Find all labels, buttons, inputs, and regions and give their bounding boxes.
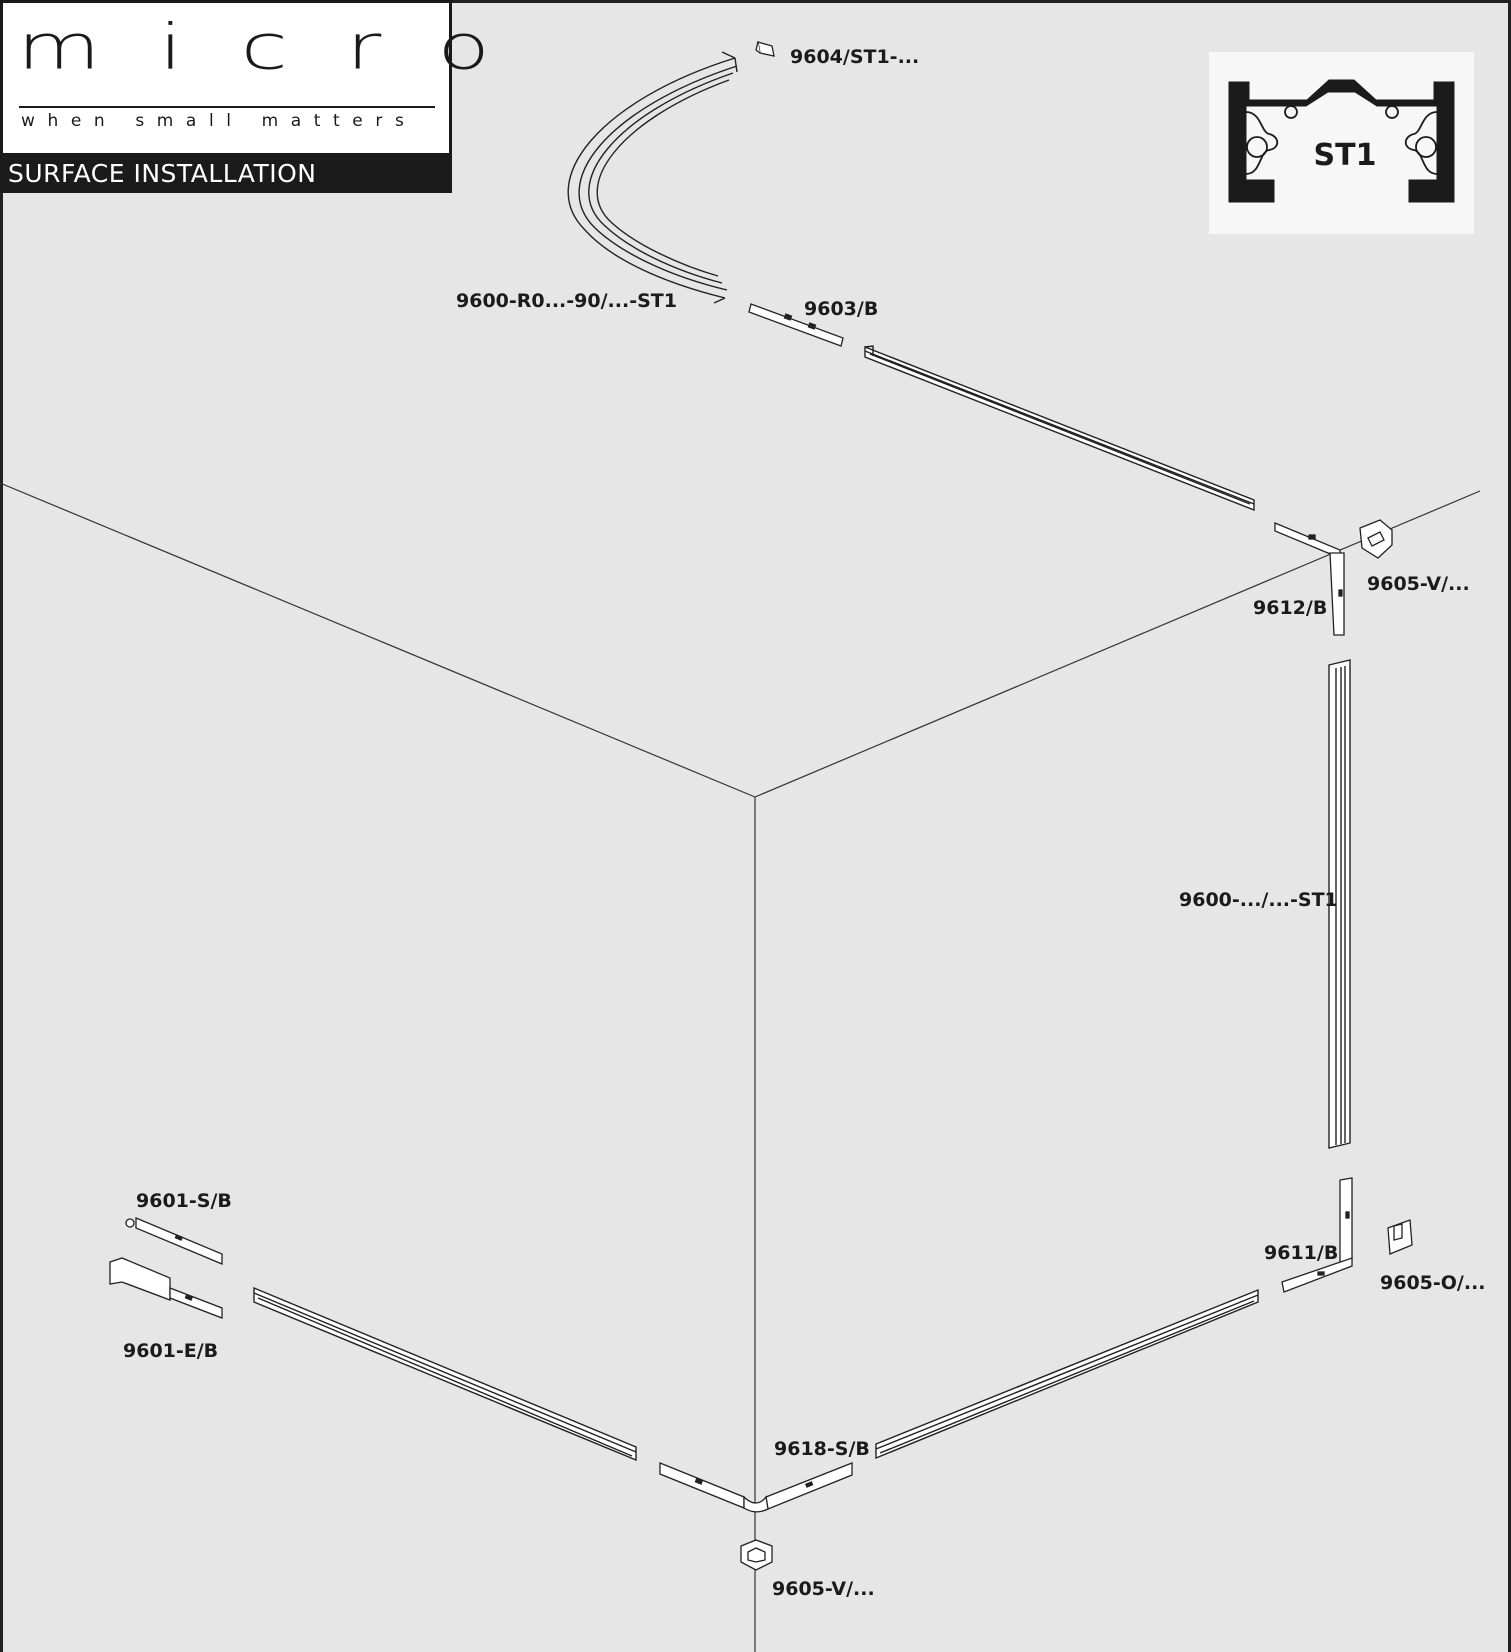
label-feed-short: 9601-S/B <box>136 1190 232 1212</box>
label-feed-end: 9601-E/B <box>123 1340 219 1362</box>
top-track-graphic <box>864 345 1255 512</box>
profile-cross-section <box>1209 52 1474 234</box>
label-corner-ceiling-wall: 9612/B <box>1253 597 1328 619</box>
label-end-cap-top: 9604/ST1-... <box>790 46 920 68</box>
lower-right-track-graphic <box>875 1288 1259 1460</box>
profile-label: ST1 <box>1313 138 1377 173</box>
room-edges <box>0 482 1481 1652</box>
straight-joiner-graphic <box>748 303 844 347</box>
feed-end-graphic <box>109 1257 223 1319</box>
profile-drawing <box>1228 79 1455 203</box>
corner-ceiling-wall-graphic <box>1274 522 1345 636</box>
end-cap-top-graphic <box>755 41 775 57</box>
corner-cover-bottom-graphic <box>740 1539 773 1571</box>
lower-left-track-graphic <box>253 1286 637 1462</box>
feed-short-graphic <box>125 1217 223 1265</box>
label-corner-cover-top: 9605-V/... <box>1367 573 1470 595</box>
brand-tagline: when small matters <box>21 111 417 131</box>
corner-cover-top-graphic <box>1359 519 1393 559</box>
corner-cover-right-graphic <box>1387 1219 1413 1255</box>
brand-rule <box>19 106 435 108</box>
vertical-track-graphic <box>1328 659 1351 1149</box>
room-edge-right <box>754 490 1481 798</box>
label-vertical-track: 9600-.../...-ST1 <box>1179 889 1338 911</box>
corner-floor-graphic <box>659 1462 853 1513</box>
label-straight-joiner: 9603/B <box>804 298 879 320</box>
section-title: SURFACE INSTALLATION <box>0 153 452 193</box>
corner-outer-graphic <box>1281 1177 1353 1293</box>
label-corner-outer: 9611/B <box>1264 1242 1339 1264</box>
room-edge-left <box>0 482 756 798</box>
brand-logo: micro <box>17 11 549 84</box>
label-corner-floor: 9618-S/B <box>774 1438 870 1460</box>
label-corner-cover-right: 9605-O/... <box>1380 1272 1486 1294</box>
label-corner-cover-bottom: 9605-V/... <box>772 1578 875 1600</box>
curved-track-graphic <box>567 51 738 304</box>
label-curved-track: 9600-R0...-90/...-ST1 <box>456 290 677 312</box>
